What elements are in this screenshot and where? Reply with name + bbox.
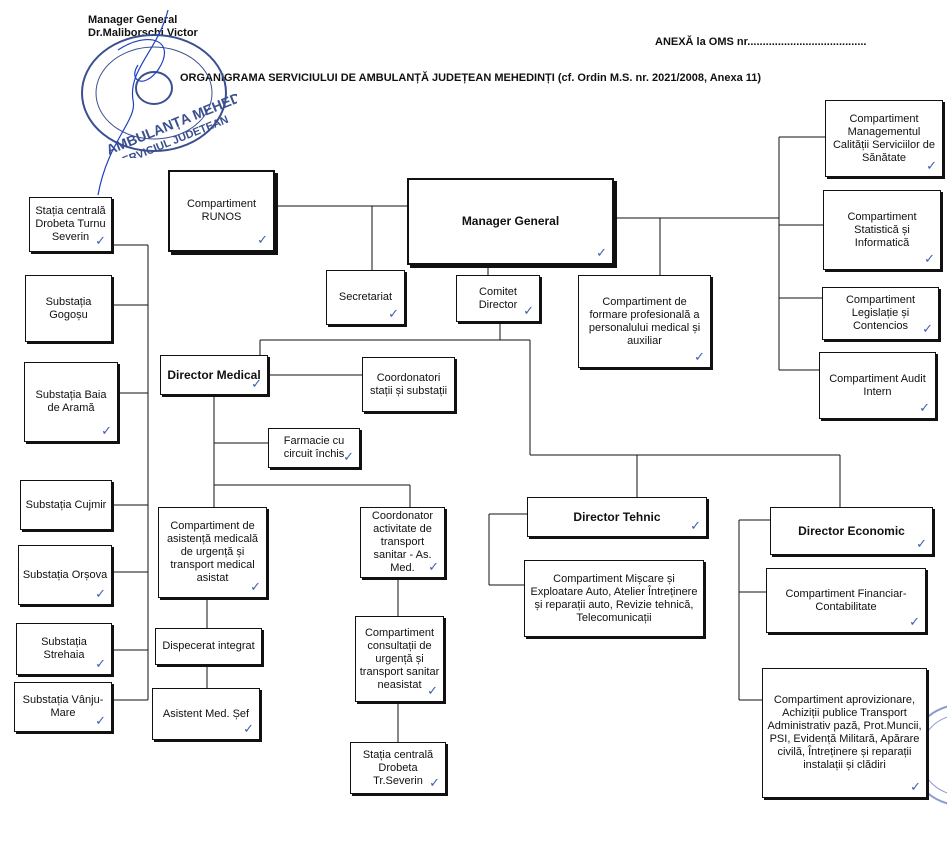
check-icon: ✓ [388, 307, 399, 322]
secretariat-box: Secretariat ✓ [326, 270, 405, 325]
consultatii-label: Compartiment consultații de urgență și t… [359, 626, 440, 691]
runos-label: Compartiment RUNOS [186, 198, 257, 223]
check-icon: ✓ [916, 537, 927, 552]
consultatii-box: Compartiment consultații de urgență și t… [355, 616, 444, 702]
check-icon: ✓ [694, 350, 705, 365]
director-tehnic-label: Director Tehnic [573, 509, 661, 524]
substatie-cujmir-label: Substația Cujmir [25, 498, 107, 511]
substatie-strehaia-box: Substația Strehaia ✓ [16, 623, 112, 675]
check-icon: ✓ [243, 722, 254, 737]
calitate-label: Compartiment Managementul Calității Serv… [832, 112, 936, 164]
annex-label: ANEXĂ la OMS nr.........................… [655, 36, 867, 48]
asistenta-urgenta-box: Compartiment de asistență medicală de ur… [158, 507, 267, 598]
director-medical-label: Director Medical [167, 367, 261, 382]
check-icon: ✓ [924, 252, 935, 267]
manager-general-box: Manager General ✓ [407, 178, 614, 265]
substatie-gogosu-box: Substația Gogoșu [25, 275, 112, 342]
substatie-baia-de-arama-label: Substația Baia de Aramă [35, 389, 107, 414]
asistent-sef-box: Asistent Med. Șef ✓ [152, 688, 260, 740]
check-icon: ✓ [429, 776, 440, 791]
legislatie-label: Compartiment Legislație și Contencios [845, 294, 916, 332]
check-icon: ✓ [922, 322, 933, 337]
formare-profesionala-label: Compartiment de formare profesională a p… [588, 295, 701, 347]
farmacie-box: Farmacie cu circuit închis✓ [268, 428, 360, 468]
substatie-gogosu-label: Substația Gogoșu [45, 295, 92, 321]
audit-label: Compartiment Audit Intern [829, 372, 926, 398]
substatie-cujmir-box: Substația Cujmir [20, 480, 112, 530]
statistica-label: Compartiment Statistică și Informatică [847, 210, 917, 249]
aprovizionare-box: Compartiment aprovizionare, Achiziții pu… [762, 668, 927, 798]
check-icon: ✓ [910, 780, 921, 795]
miscare-auto-label: Compartiment Mișcare și Exploatare Auto,… [530, 572, 698, 624]
dispecerat-box: Dispecerat integrat [155, 628, 262, 665]
check-icon: ✓ [428, 560, 439, 575]
check-icon: ✓ [596, 246, 607, 261]
comitet-director-box: Comitet Director ✓ [456, 275, 540, 322]
financiar-label: Compartiment Financiar-Contabilitate [785, 587, 907, 613]
statia-centrala-box: Stația centrală Drobeta Turnu Severin✓ [29, 197, 112, 252]
asistent-sef-label: Asistent Med. Șef [162, 707, 250, 720]
statia-centrala-label: Stația centrală Drobeta Turnu Severin [35, 205, 106, 243]
comitet-director-label: Comitet Director [478, 285, 518, 311]
check-icon: ✓ [523, 304, 534, 319]
coordonatori-statii-label: Coordonatori stații și substații [369, 371, 448, 397]
check-icon: ✓ [926, 159, 937, 174]
check-icon: ✓ [690, 519, 701, 534]
farmacie-label: Farmacie cu circuit închis [283, 435, 345, 460]
check-icon: ✓ [427, 684, 438, 699]
director-economic-box: Director Economic ✓ [770, 507, 933, 555]
audit-box: Compartiment Audit Intern ✓ [819, 352, 936, 419]
legislatie-box: Compartiment Legislație și Contencios ✓ [822, 287, 939, 340]
check-icon: ✓ [343, 450, 354, 465]
dispecerat-label: Dispecerat integrat [162, 640, 255, 652]
check-icon: ✓ [95, 714, 106, 729]
check-icon: ✓ [101, 424, 112, 439]
coordonator-transport-box: Coordonator activitate de transport sani… [360, 507, 445, 578]
page-title: ORGANIGRAMA SERVICIULUI DE AMBULANȚĂ JUD… [180, 72, 762, 84]
director-tehnic-box: Director Tehnic ✓ [527, 497, 707, 537]
substatie-baia-de-arama-box: Substația Baia de Aramă ✓ [24, 362, 118, 442]
statistica-box: Compartiment Statistică și Informatică ✓ [823, 190, 941, 270]
director-medical-box: Director Medical✓ [160, 355, 268, 395]
manager-general-label: Manager General [461, 214, 560, 228]
check-icon: ✓ [251, 377, 262, 392]
formare-profesionala-box: Compartiment de formare profesională a p… [578, 275, 711, 368]
signatory-title: Manager General [88, 14, 178, 26]
statia-centrala-2-box: Stația centrală Drobeta Tr.Severin✓ [350, 742, 446, 794]
check-icon: ✓ [257, 233, 268, 248]
runos-box: Compartiment RUNOS✓ [168, 170, 275, 252]
aprovizionare-label: Compartiment aprovizionare, Achiziții pu… [767, 694, 922, 771]
asistenta-urgenta-label: Compartiment de asistență medicală de ur… [166, 520, 259, 584]
substatie-orsova-label: Substația Orșova [22, 568, 108, 581]
check-icon: ✓ [909, 615, 920, 630]
check-icon: ✓ [919, 401, 930, 416]
financiar-box: Compartiment Financiar-Contabilitate✓ [766, 568, 926, 633]
check-icon: ✓ [95, 657, 106, 672]
check-icon: ✓ [250, 580, 261, 595]
substatie-vanju-mare-box: Substația Vânju-Mare✓ [14, 682, 112, 732]
substatie-orsova-box: Substația Orșova ✓ [18, 545, 112, 605]
secretariat-label: Secretariat [338, 291, 393, 303]
substatie-vanju-mare-label: Substația Vânju-Mare [22, 694, 104, 719]
calitate-box: Compartiment Managementul Calității Serv… [825, 100, 943, 177]
statia-centrala-2-label: Stația centrală Drobeta Tr.Severin [362, 748, 434, 787]
substatie-strehaia-label: Substația Strehaia [41, 636, 87, 661]
check-icon: ✓ [95, 234, 106, 249]
director-economic-label: Director Economic [798, 523, 905, 538]
signature-icon [97, 10, 169, 196]
miscare-auto-box: Compartiment Mișcare și Exploatare Auto,… [524, 560, 704, 637]
coordonatori-statii-box: Coordonatori stații și substații [362, 357, 455, 412]
check-icon: ✓ [95, 587, 106, 602]
coordonator-transport-label: Coordonator activitate de transport sani… [371, 510, 434, 574]
